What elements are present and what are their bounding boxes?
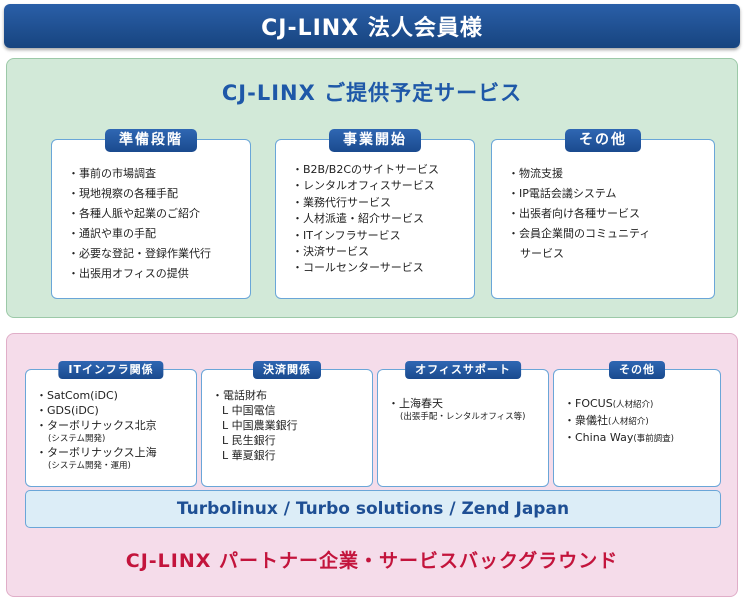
office-support-list: ・上海春天 (出張手配・レンタルオフィス等): [378, 370, 548, 423]
list-item: ・B2B/B2Cのサイトサービス: [292, 163, 440, 176]
services-title: CJ-LINX ご提供予定サービス: [221, 81, 523, 105]
preparation-header: 準備段階: [105, 129, 197, 152]
list-item: L 華夏銀行: [222, 449, 276, 462]
list-item: ・上海春天: [388, 397, 443, 410]
list-item: ・各種人脈や起業のご紹介: [68, 207, 200, 220]
partners-title: CJ-LINX パートナー企業・サービスバックグラウンド: [125, 550, 619, 572]
list-item: ・コールセンターサービス: [292, 261, 424, 275]
list-item-text: ・衆儀社: [564, 414, 608, 427]
list-item: ・IP電話会議システム: [508, 187, 617, 200]
business-start-list: ・B2B/B2Cのサイトサービス ・レンタルオフィスサービス ・業務代行サービス…: [276, 140, 474, 277]
list-item-text: ・China Way: [564, 431, 634, 444]
payment-box: 決済関係 ・電話財布 L 中国電信 L 中国農業銀行 L 民生銀行 L 華夏銀行: [201, 361, 373, 487]
list-item-note: (出張手配・レンタルオフィス等): [400, 412, 526, 422]
list-item: ・必要な登記・登録作業代行: [68, 247, 211, 260]
it-infra-box: ITインフラ関係 ・SatCom(iDC) ・GDS(iDC) ・ターボリナック…: [25, 361, 197, 487]
list-item: ・China Way(事前調査): [564, 430, 720, 447]
list-item-note: (人材紹介): [608, 417, 649, 427]
list-item: ・会員企業間のコミュニティ: [508, 227, 651, 240]
preparation-list: ・事前の市場調査 ・現地視察の各種手配 ・各種人脈や起業のご紹介 ・通訳や車の手…: [52, 140, 250, 284]
list-item-note: (システム開発): [48, 434, 106, 444]
header-banner: CJ-LINX 法人会員様: [4, 4, 740, 48]
office-support-box: オフィスサポート ・上海春天 (出張手配・レンタルオフィス等): [377, 361, 549, 487]
list-item: ・事前の市場調査: [68, 167, 156, 180]
list-item: L 民生銀行: [222, 434, 276, 447]
services-panel: CJ-LINX ご提供予定サービス 準備段階 ・事前の市場調査 ・現地視察の各種…: [6, 58, 738, 318]
turbo-partners-text: Turbolinux / Turbo solutions / Zend Japa…: [176, 499, 570, 519]
list-item: ・SatCom(iDC): [36, 389, 118, 402]
list-item: ・衆儀社(人材紹介): [564, 413, 720, 430]
list-item: ・出張者向け各種サービス: [508, 207, 640, 220]
header-title: CJ-LINX 法人会員様: [261, 16, 483, 41]
list-item: ・決済サービス: [292, 245, 369, 259]
list-item: ・電話財布: [212, 389, 267, 402]
list-item: ・ターボリナックス上海: [36, 446, 157, 459]
list-item-text: ・FOCUS: [564, 397, 613, 410]
it-infra-list: ・SatCom(iDC) ・GDS(iDC) ・ターボリナックス北京 (システム…: [26, 370, 196, 472]
list-item: ・業務代行サービス: [292, 195, 391, 209]
list-item: L 中国電信: [222, 404, 276, 417]
turbo-partners-bar: Turbolinux / Turbo solutions / Zend Japa…: [25, 490, 721, 528]
list-item: ・出張用オフィスの提供: [68, 267, 189, 280]
list-item-note: (事前調査): [633, 434, 674, 444]
payment-header: 決済関係: [253, 361, 321, 379]
others-list: ・物流支援 ・IP電話会議システム ・出張者向け各種サービス ・会員企業間のコミ…: [492, 140, 714, 264]
others-header: その他: [565, 129, 641, 152]
list-item: ・レンタルオフィスサービス: [292, 179, 435, 193]
list-item: ・GDS(iDC): [36, 404, 99, 417]
payment-list: ・電話財布 L 中国電信 L 中国農業銀行 L 民生銀行 L 華夏銀行: [202, 370, 372, 463]
partner-others-list: ・FOCUS(人材紹介) ・衆儀社(人材紹介) ・China Way(事前調査): [554, 370, 720, 447]
partner-others-box: その他 ・FOCUS(人材紹介) ・衆儀社(人材紹介) ・China Way(事…: [553, 361, 721, 487]
list-item: L 中国農業銀行: [222, 419, 298, 432]
list-item: サービス: [520, 247, 564, 260]
list-item: ・ターボリナックス北京: [36, 419, 157, 432]
list-item: ・人材派遣・紹介サービス: [292, 212, 424, 226]
preparation-box: 準備段階 ・事前の市場調査 ・現地視察の各種手配 ・各種人脈や起業のご紹介 ・通…: [51, 129, 251, 299]
list-item: ・ITインフラサービス: [292, 228, 401, 242]
partners-panel: ITインフラ関係 ・SatCom(iDC) ・GDS(iDC) ・ターボリナック…: [6, 333, 738, 597]
list-item: ・現地視察の各種手配: [68, 187, 178, 200]
list-item: ・物流支援: [508, 167, 563, 180]
it-infra-header: ITインフラ関係: [58, 361, 164, 379]
partner-others-header: その他: [609, 361, 665, 379]
list-item: ・FOCUS(人材紹介): [564, 396, 720, 413]
business-start-header: 事業開始: [329, 129, 421, 152]
list-item: ・通訳や車の手配: [68, 227, 156, 240]
list-item-note: (人材紹介): [612, 400, 654, 410]
business-start-box: 事業開始 ・B2B/B2Cのサイトサービス ・レンタルオフィスサービス ・業務代…: [275, 129, 475, 299]
office-support-header: オフィスサポート: [405, 361, 521, 379]
list-item-note: (システム開発・運用): [48, 461, 131, 471]
others-box: その他 ・物流支援 ・IP電話会議システム ・出張者向け各種サービス ・会員企業…: [491, 129, 715, 299]
